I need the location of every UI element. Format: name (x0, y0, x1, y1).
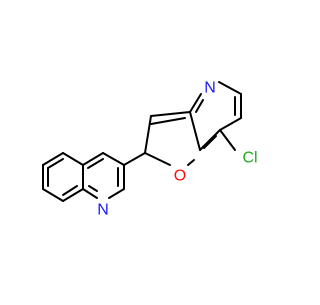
atom-label-chlorine: Cl (242, 150, 257, 167)
bond-inner (87, 158, 104, 169)
bond (144, 152, 171, 166)
bond-inner (195, 99, 204, 113)
molecule-canvas: N O Cl N (42, 80, 258, 219)
bond (123, 152, 146, 166)
bond (144, 115, 152, 154)
bond (42, 152, 64, 166)
atom-label-pyridine-n: N (204, 80, 216, 97)
molecule-structure: N O Cl N (42, 80, 258, 219)
bond (150, 111, 191, 117)
bond-inner (203, 135, 217, 149)
bond (199, 129, 221, 151)
bond (102, 152, 125, 166)
bonds (42, 81, 242, 202)
bond-inner (150, 117, 186, 125)
bond (219, 129, 236, 151)
bond (108, 188, 125, 199)
bond-inner (62, 185, 78, 196)
bond-inner (88, 185, 98, 192)
atom-labels: N O Cl N (97, 80, 257, 219)
bond (62, 152, 84, 166)
bond (187, 159, 195, 166)
bond (189, 111, 201, 151)
bond (62, 188, 84, 202)
bond (82, 152, 104, 166)
bond (42, 188, 64, 202)
bond (189, 93, 202, 113)
atom-label-quinoline-n: N (97, 202, 109, 219)
bond (219, 117, 242, 131)
bond (218, 81, 242, 95)
bond (82, 188, 98, 199)
atom-label-furan-o: O (174, 168, 186, 185)
bond-inner (47, 158, 64, 169)
